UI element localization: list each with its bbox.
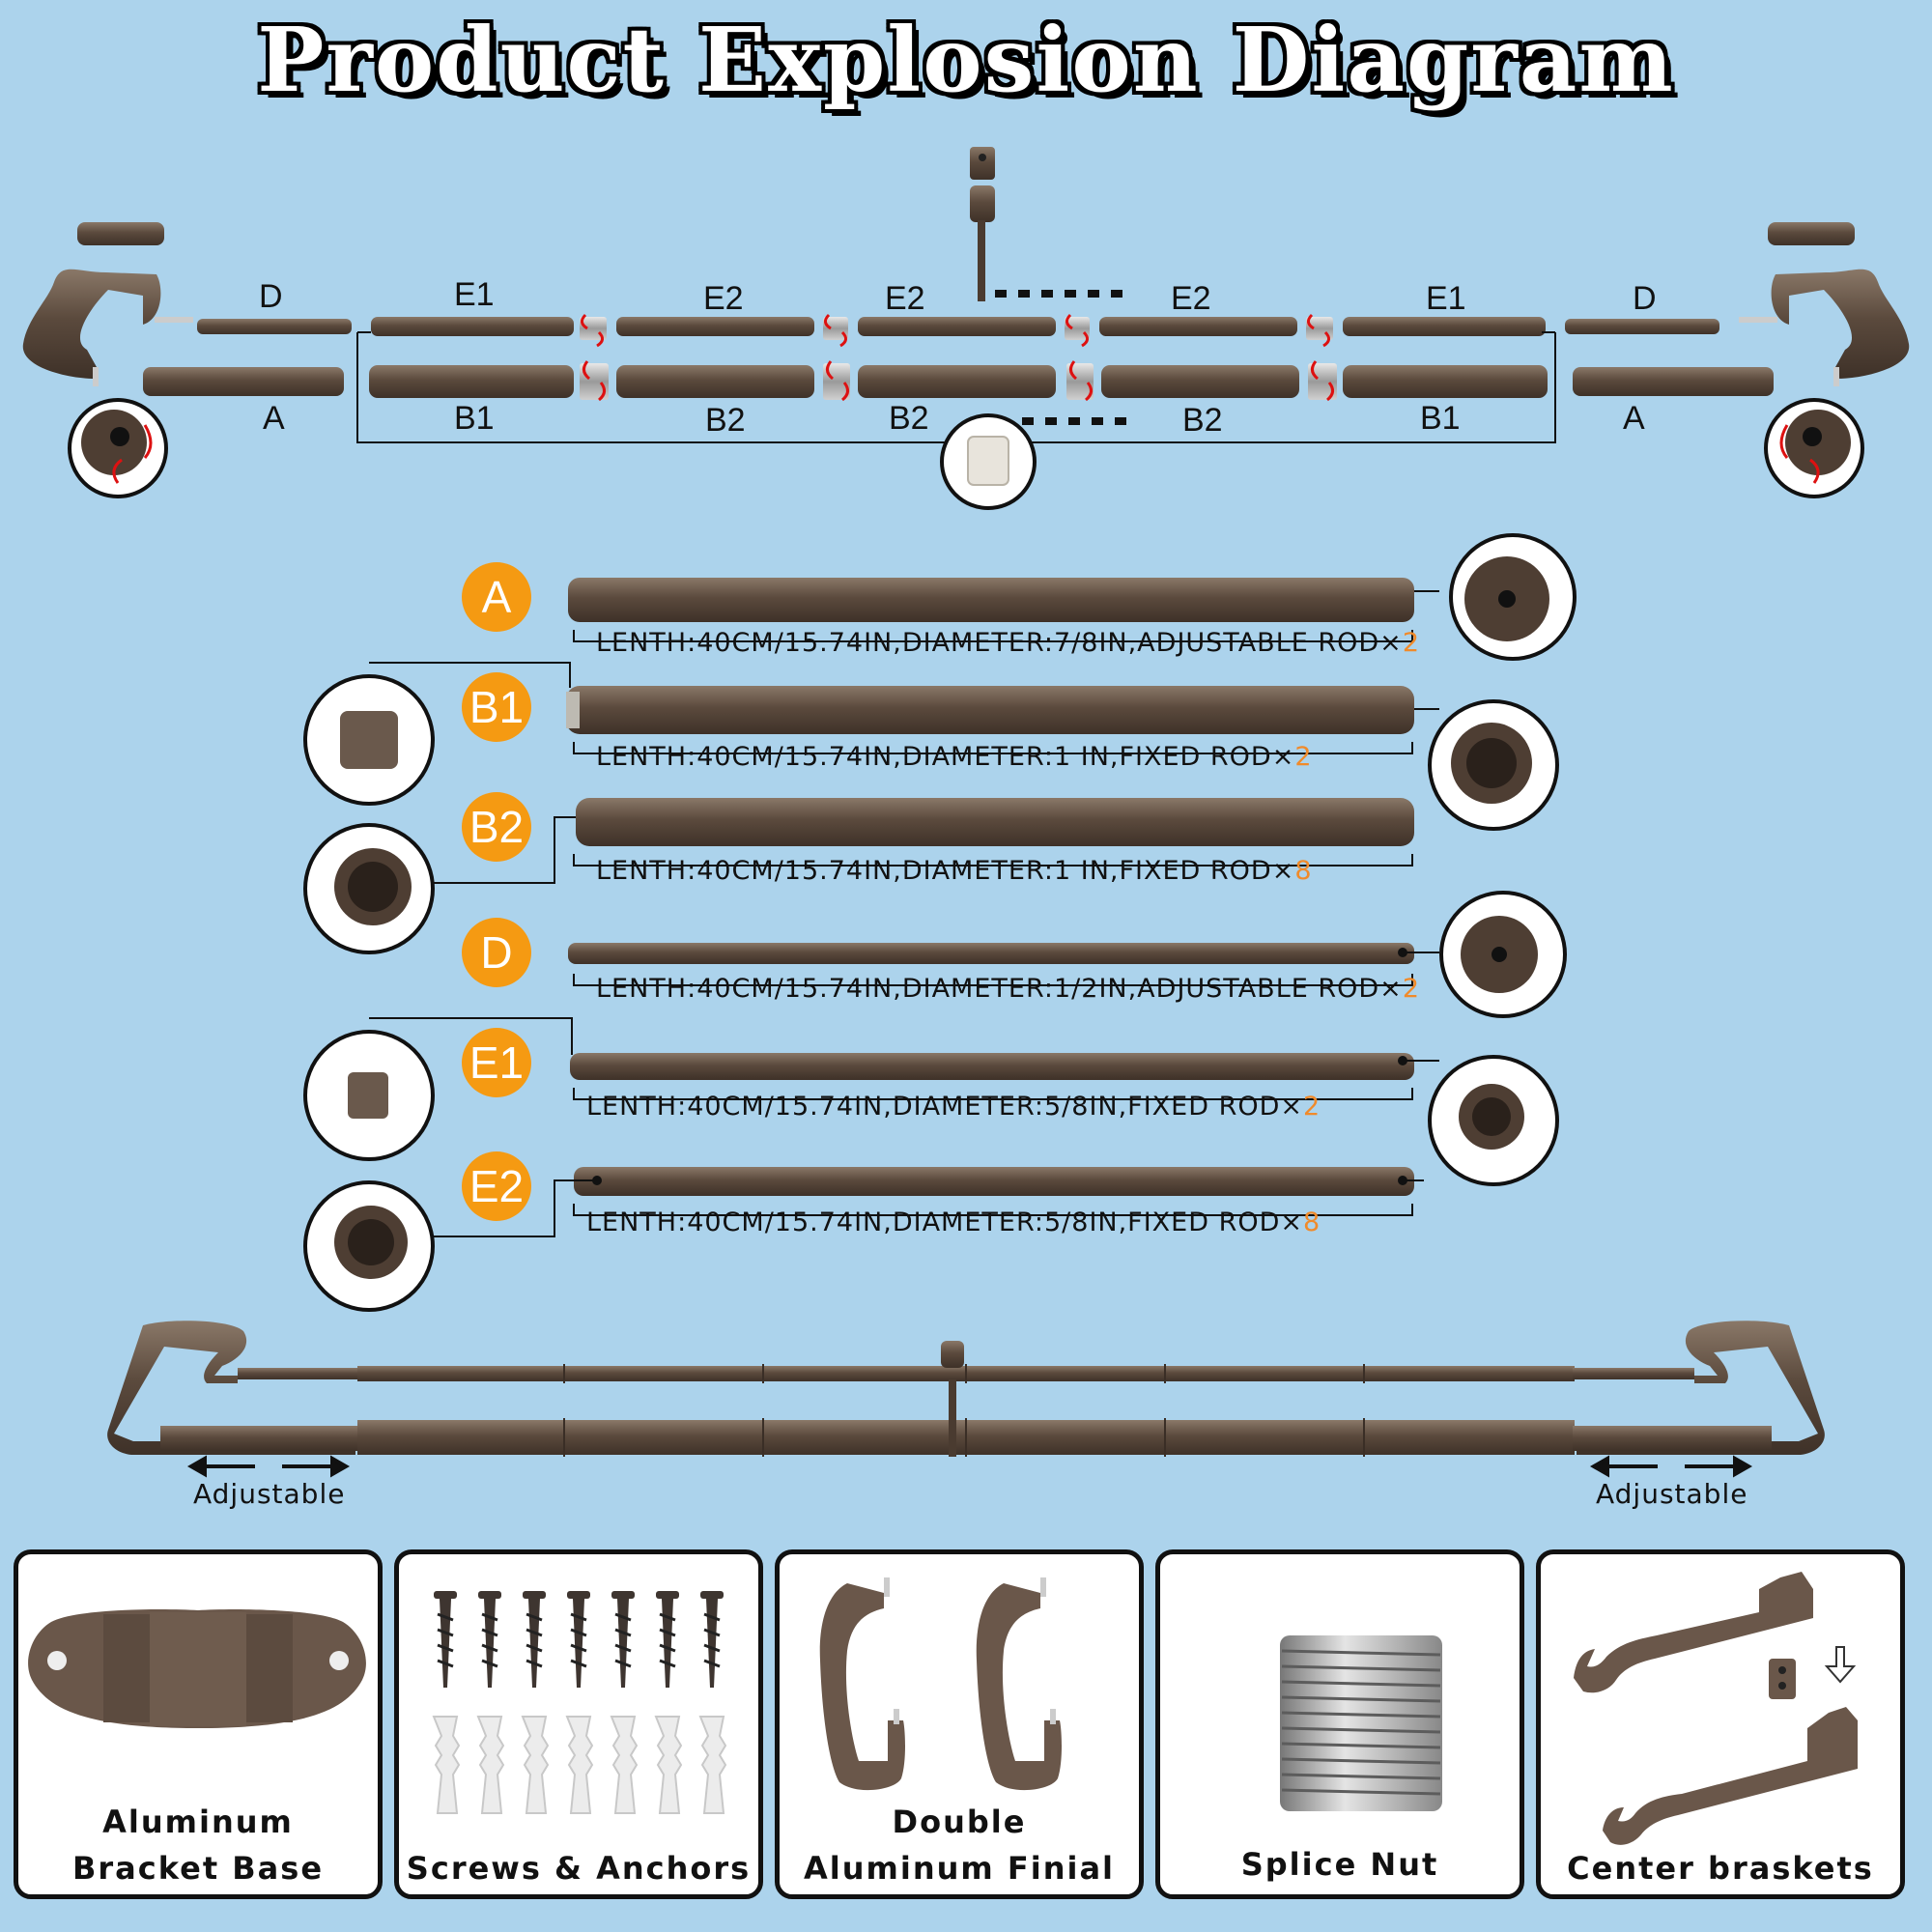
badge-a: A <box>462 562 531 632</box>
explosion-label-b2-2: B2 <box>889 400 929 437</box>
badge-b2: B2 <box>462 792 531 862</box>
card-screws-anchors: Screws & Anchors <box>394 1549 763 1899</box>
adjustable-label-right: Adjustable <box>1596 1478 1748 1510</box>
center-bracket-icon <box>970 147 995 301</box>
card-center-bracket: Center braskets <box>1536 1549 1905 1899</box>
card-label-center-bracket: Center braskets <box>1567 1850 1874 1887</box>
explosion-label-e2-2: E2 <box>885 280 925 317</box>
spec-a: LENTH:40CM/15.74IN,DIAMETER:7/8IN,ADJUST… <box>596 628 1420 658</box>
spec-b1: LENTH:40CM/15.74IN,DIAMETER:1 IN,FIXED R… <box>596 742 1313 772</box>
explosion-label-b2-1: B2 <box>705 402 746 439</box>
spec-d: LENTH:40CM/15.74IN,DIAMETER:1/2IN,ADJUST… <box>596 974 1420 1004</box>
part-b2-rod <box>303 798 1414 954</box>
page-title: Product Explosion Diagram <box>257 8 1675 112</box>
adjustable-arrows-left <box>186 1455 351 1478</box>
spec-e2: LENTH:40CM/15.74IN,DIAMETER:5/8IN,FIXED … <box>586 1208 1321 1237</box>
end-cap-icon <box>940 413 1037 510</box>
adjustable-arrows-right <box>1589 1455 1753 1478</box>
card-label-screws-anchors: Screws & Anchors <box>406 1850 752 1887</box>
finial-icon <box>819 1577 1062 1791</box>
part-e1-rod <box>303 1017 1559 1186</box>
dotted-gap-bottom <box>1022 417 1126 425</box>
right-finial-icon <box>1739 222 1910 498</box>
explosion-label-e1-right: E1 <box>1426 280 1466 317</box>
part-e2-rod <box>303 1167 1424 1312</box>
card-label-bracket-base-2: Bracket Base <box>71 1850 325 1887</box>
splice-nut-icon <box>1280 1635 1442 1811</box>
part-b1-rod <box>303 662 1559 831</box>
card-finial: Double Aluminum Finial <box>775 1549 1144 1899</box>
card-label-bracket-base-1: Aluminum <box>102 1804 294 1840</box>
spec-b2: LENTH:40CM/15.74IN,DIAMETER:1 IN,FIXED R… <box>596 856 1313 886</box>
center-bracket-card-icon <box>1574 1572 1858 1845</box>
badge-e2: E2 <box>462 1151 531 1221</box>
explosion-label-b2-3: B2 <box>1182 402 1223 439</box>
screws-anchors-icon <box>432 1591 727 1814</box>
dotted-gap-top <box>995 290 1122 298</box>
card-splice-nut: Splice Nut <box>1155 1549 1524 1899</box>
explosion-label-a-right: A <box>1623 400 1645 437</box>
explosion-label-e2-3: E2 <box>1171 280 1211 317</box>
part-a-rod <box>568 533 1577 661</box>
top-rod-row <box>197 317 1719 336</box>
card-label-splice-nut: Splice Nut <box>1240 1846 1439 1883</box>
spec-e1: LENTH:40CM/15.74IN,DIAMETER:5/8IN,FIXED … <box>586 1092 1321 1122</box>
splice-nut-icons <box>580 313 1337 402</box>
badge-d: D <box>462 918 531 987</box>
explosion-label-b1-left: B1 <box>454 400 495 437</box>
left-finial-icon <box>22 222 193 498</box>
badge-b1: B1 <box>462 672 531 742</box>
part-d-rod <box>568 891 1567 1018</box>
explosion-label-e2-1: E2 <box>703 280 744 317</box>
bottom-rod-row <box>143 365 1774 398</box>
assembled-rod <box>107 1321 1825 1457</box>
bracket-base-icon <box>28 1609 366 1728</box>
card-label-finial-2: Aluminum Finial <box>803 1850 1115 1887</box>
explosion-label-a-left: A <box>263 400 285 437</box>
explosion-label-d-right: D <box>1633 280 1657 317</box>
card-label-finial-1: Double <box>892 1804 1027 1840</box>
explosion-label-e1-left: E1 <box>454 276 495 313</box>
explosion-label-b1-right: B1 <box>1420 400 1461 437</box>
badge-e1: E1 <box>462 1028 531 1097</box>
card-bracket-base: Aluminum Bracket Base <box>14 1549 383 1899</box>
adjustable-label-left: Adjustable <box>193 1478 346 1510</box>
explosion-label-d-left: D <box>259 278 283 315</box>
